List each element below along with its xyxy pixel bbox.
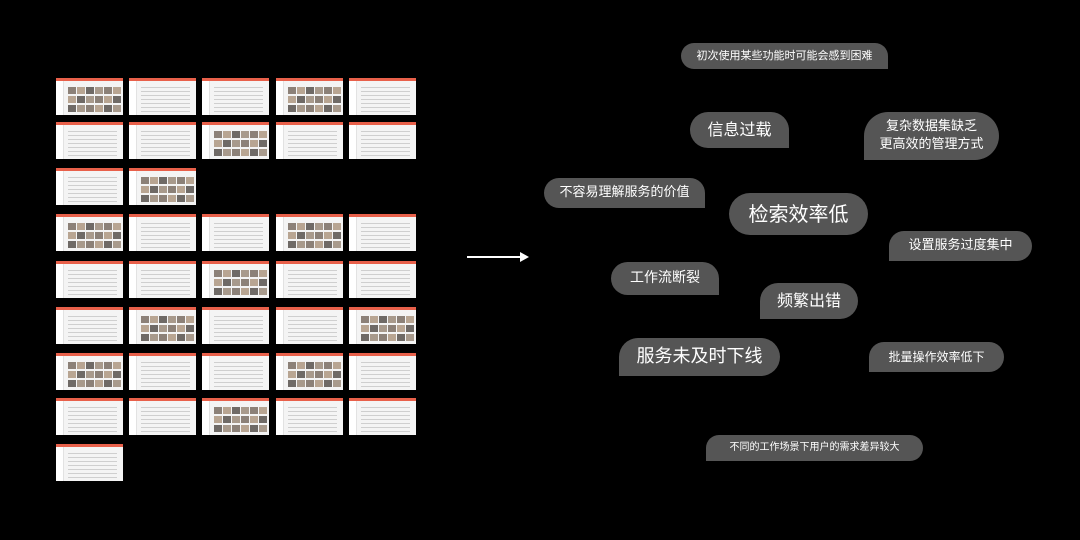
pain-point-bubble: 频繁出错 [760, 283, 858, 319]
interface-screenshot-thumbnail [276, 214, 343, 251]
interface-screenshot-thumbnail [349, 214, 416, 251]
pain-point-bubble: 设置服务过度集中 [889, 231, 1032, 261]
interface-screenshot-thumbnail [56, 168, 123, 205]
interface-screenshot-thumbnail [129, 214, 196, 251]
interface-screenshot-thumbnail [56, 78, 123, 115]
pain-point-text: 初次使用某些功能时可能会感到困难 [696, 48, 873, 62]
interface-screenshot-thumbnail [276, 353, 343, 390]
interface-screenshot-thumbnail [129, 261, 196, 298]
interface-screenshot-thumbnail [202, 261, 269, 298]
interface-screenshot-thumbnail [276, 261, 343, 298]
interface-screenshot-thumbnail [276, 398, 343, 435]
interface-screenshot-thumbnail [202, 78, 269, 115]
interface-screenshot-thumbnail [202, 398, 269, 435]
interface-screenshot-thumbnail [129, 168, 196, 205]
arrow-right-icon [520, 252, 529, 262]
interface-screenshot-thumbnail [129, 398, 196, 435]
pain-point-text: 频繁出错 [776, 291, 841, 311]
pain-point-text: 批量操作效率低下 [888, 349, 985, 364]
interface-screenshot-thumbnail [349, 261, 416, 298]
pain-point-bubble: 工作流断裂 [611, 262, 719, 295]
interface-screenshot-thumbnail [56, 214, 123, 251]
pain-point-text: 设置服务过度集中 [908, 238, 1013, 254]
interface-screenshot-thumbnail [129, 307, 196, 344]
interface-screenshot-thumbnail [129, 122, 196, 159]
interface-screenshot-thumbnail [276, 307, 343, 344]
interface-screenshot-thumbnail [56, 444, 123, 481]
interface-screenshot-thumbnail [349, 353, 416, 390]
pain-point-text: 更高效的管理方式 [879, 137, 984, 152]
pain-point-bubble: 检索效率低 [729, 193, 868, 235]
pain-point-text: 检索效率低 [748, 201, 849, 226]
pain-point-bubble: 初次使用某些功能时可能会感到困难 [681, 43, 888, 69]
pain-point-bubble: 不同的工作场景下用户的需求差异较大 [706, 435, 923, 461]
pain-point-bubble: 信息过载 [690, 112, 789, 148]
interface-screenshot-thumbnail [56, 307, 123, 344]
interface-screenshot-thumbnail [349, 398, 416, 435]
interface-screenshot-thumbnail [276, 122, 343, 159]
arrow-line [467, 256, 523, 258]
pain-point-text: 信息过载 [707, 120, 772, 140]
pain-point-bubble: 批量操作效率低下 [869, 342, 1004, 372]
interface-screenshot-thumbnail [276, 78, 343, 115]
pain-point-text: 不容易理解服务的价值 [559, 185, 690, 201]
interface-screenshot-thumbnail [202, 307, 269, 344]
interface-screenshot-thumbnail [349, 122, 416, 159]
pain-point-text: 服务未及时下线 [636, 345, 763, 367]
interface-screenshot-thumbnail [202, 122, 269, 159]
pain-point-text: 工作流断裂 [630, 270, 700, 287]
interface-screenshot-thumbnail [56, 261, 123, 298]
interface-screenshot-thumbnail [56, 353, 123, 390]
pain-point-bubble: 不容易理解服务的价值 [544, 178, 705, 208]
pain-point-text: 复杂数据集缺乏 [885, 119, 977, 135]
interface-screenshot-thumbnail [202, 353, 269, 390]
pain-point-text: 不同的工作场景下用户的需求差异较大 [729, 442, 900, 454]
interface-screenshot-thumbnail [349, 307, 416, 344]
pain-point-bubble: 服务未及时下线 [619, 338, 780, 376]
interface-screenshot-thumbnail [202, 214, 269, 251]
interface-screenshot-thumbnail [129, 78, 196, 115]
interface-screenshot-thumbnail [56, 398, 123, 435]
interface-screenshot-thumbnail [56, 122, 123, 159]
pain-point-bubble: 复杂数据集缺乏更高效的管理方式 [864, 112, 999, 160]
interface-screenshot-thumbnail [129, 353, 196, 390]
interface-screenshot-thumbnail [349, 78, 416, 115]
